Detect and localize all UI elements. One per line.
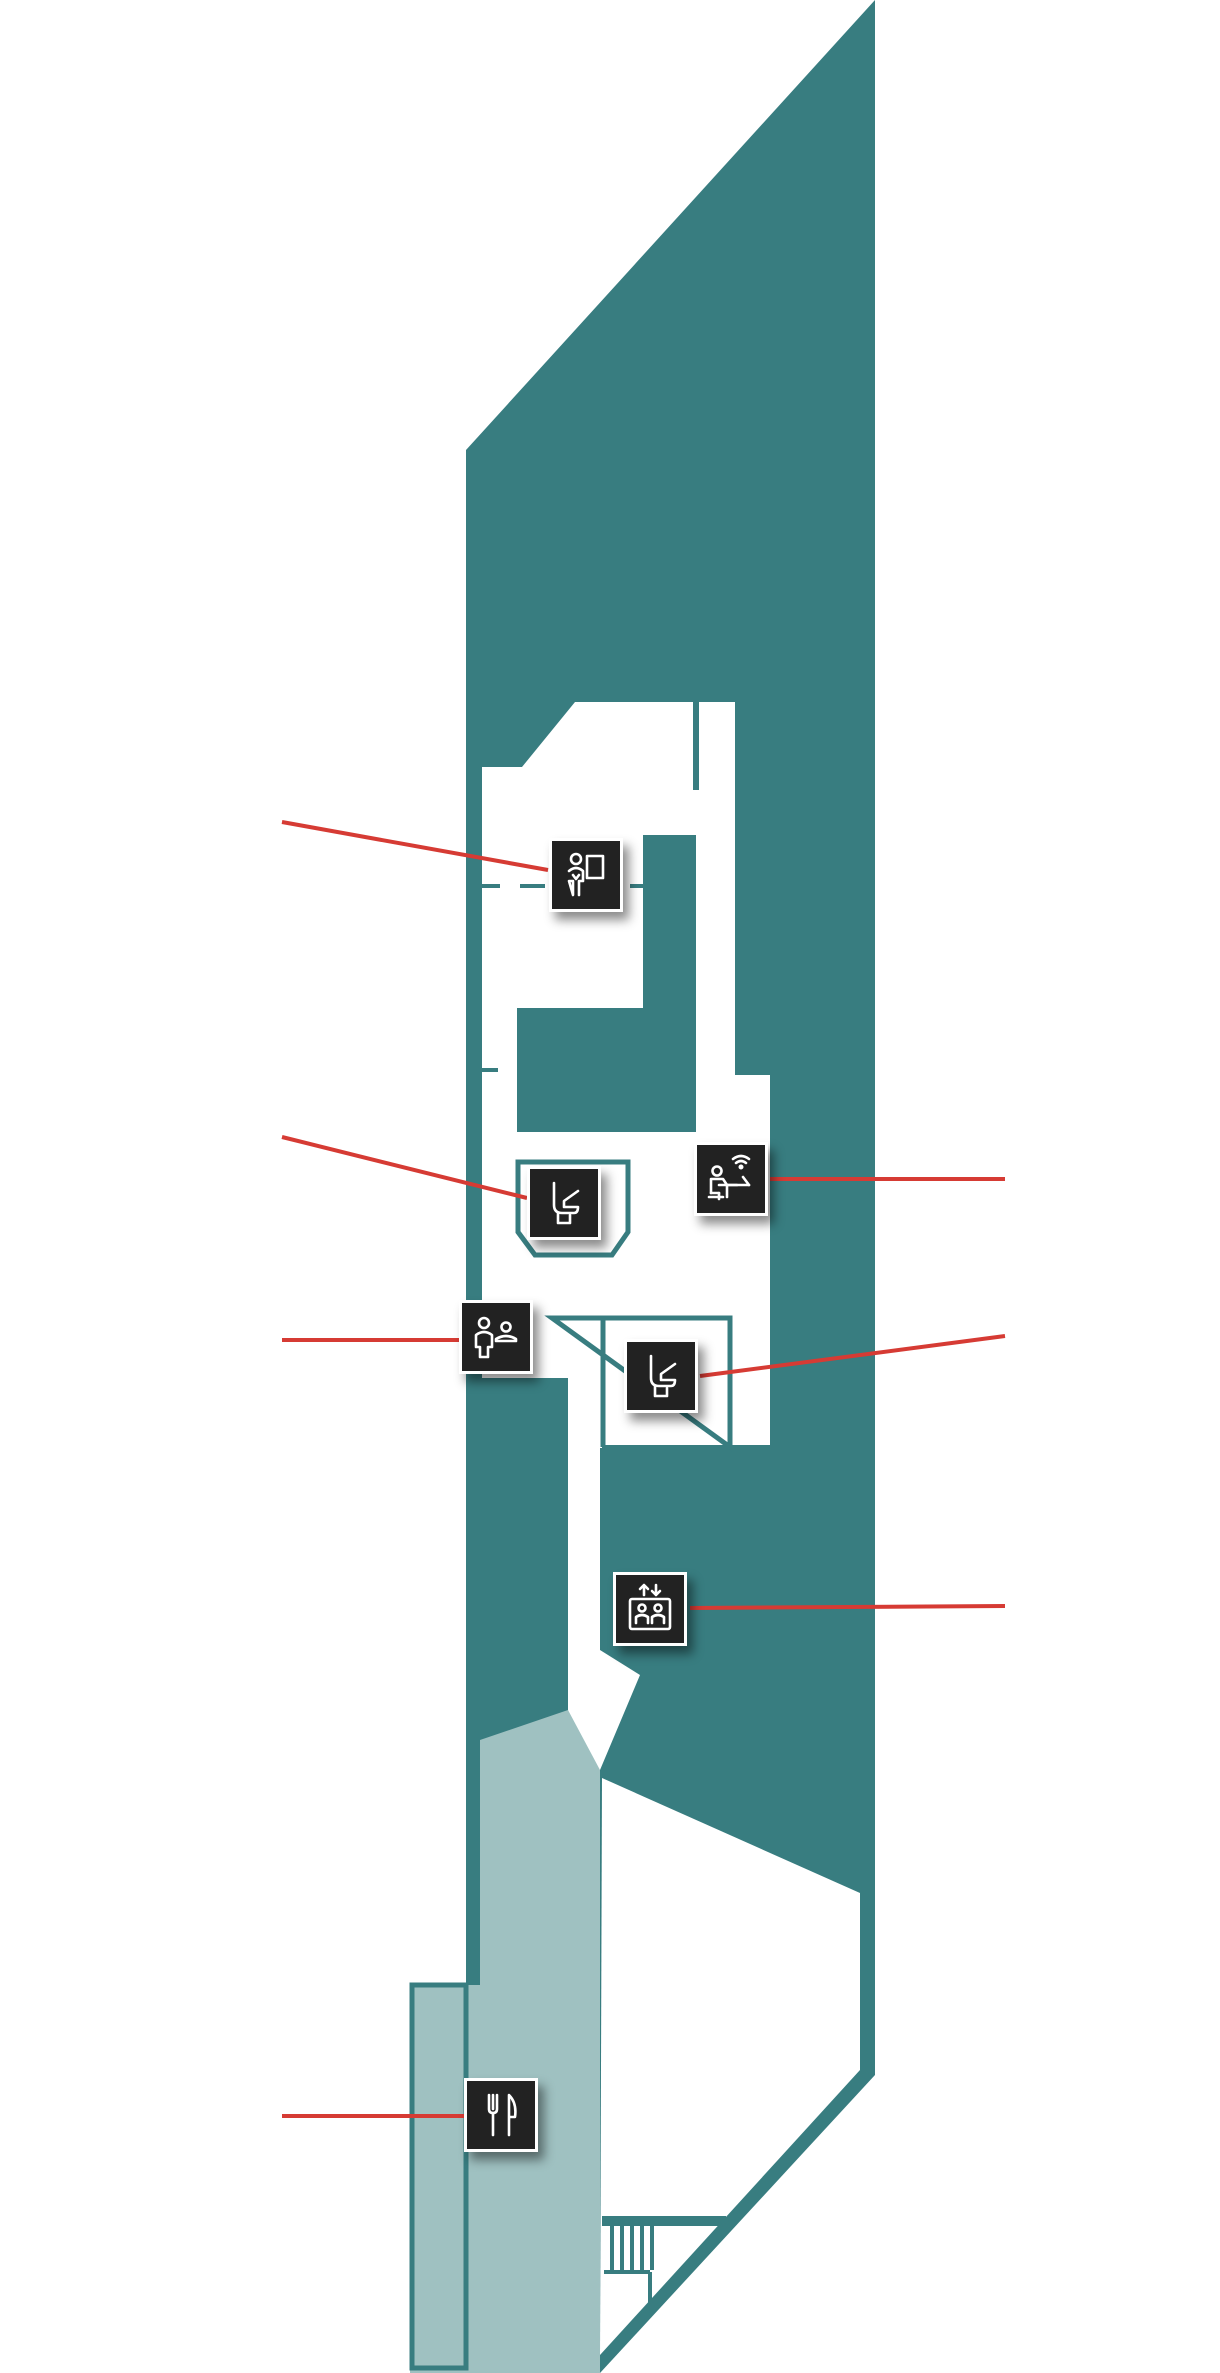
family-room-marker[interactable]	[459, 1300, 533, 1374]
leader-lines	[281, 820, 1006, 2118]
toilet-lower-marker[interactable]	[624, 1339, 698, 1413]
toilet-icon	[649, 1354, 677, 1398]
leader-line-toilet-lower	[699, 1334, 1006, 1378]
toilet-upper-marker[interactable]	[527, 1166, 601, 1240]
toilet-room-upper	[515, 1159, 631, 1258]
leader-line-information	[281, 820, 549, 872]
service-block	[517, 835, 696, 1132]
elevator-marker[interactable]	[613, 1572, 687, 1646]
corridor-divider	[735, 702, 752, 1075]
leader-line-elevator	[689, 1604, 1006, 1610]
elevator-icon	[628, 1583, 672, 1631]
workspace-marker[interactable]	[694, 1142, 768, 1216]
door-markers	[482, 884, 643, 1072]
dining-area-outline	[409, 1982, 469, 2371]
bottom-wall	[602, 1445, 772, 1451]
restaurant-marker[interactable]	[464, 2078, 538, 2152]
dining-area	[410, 1710, 600, 2373]
restaurant-icon	[487, 2093, 517, 2137]
information-desk-icon	[567, 852, 605, 897]
parent-child-icon	[474, 1316, 518, 1359]
toilet-icon	[552, 1181, 580, 1225]
leader-line-toilet-upper	[281, 1135, 528, 1200]
information-desk-marker[interactable]	[549, 838, 623, 912]
lower-stairs	[602, 2216, 726, 2305]
vertical-divider	[693, 702, 699, 790]
middle-stairs	[610, 1502, 664, 1550]
lower-hall	[600, 1778, 860, 2355]
wifi-workspace-icon	[707, 1154, 751, 1201]
